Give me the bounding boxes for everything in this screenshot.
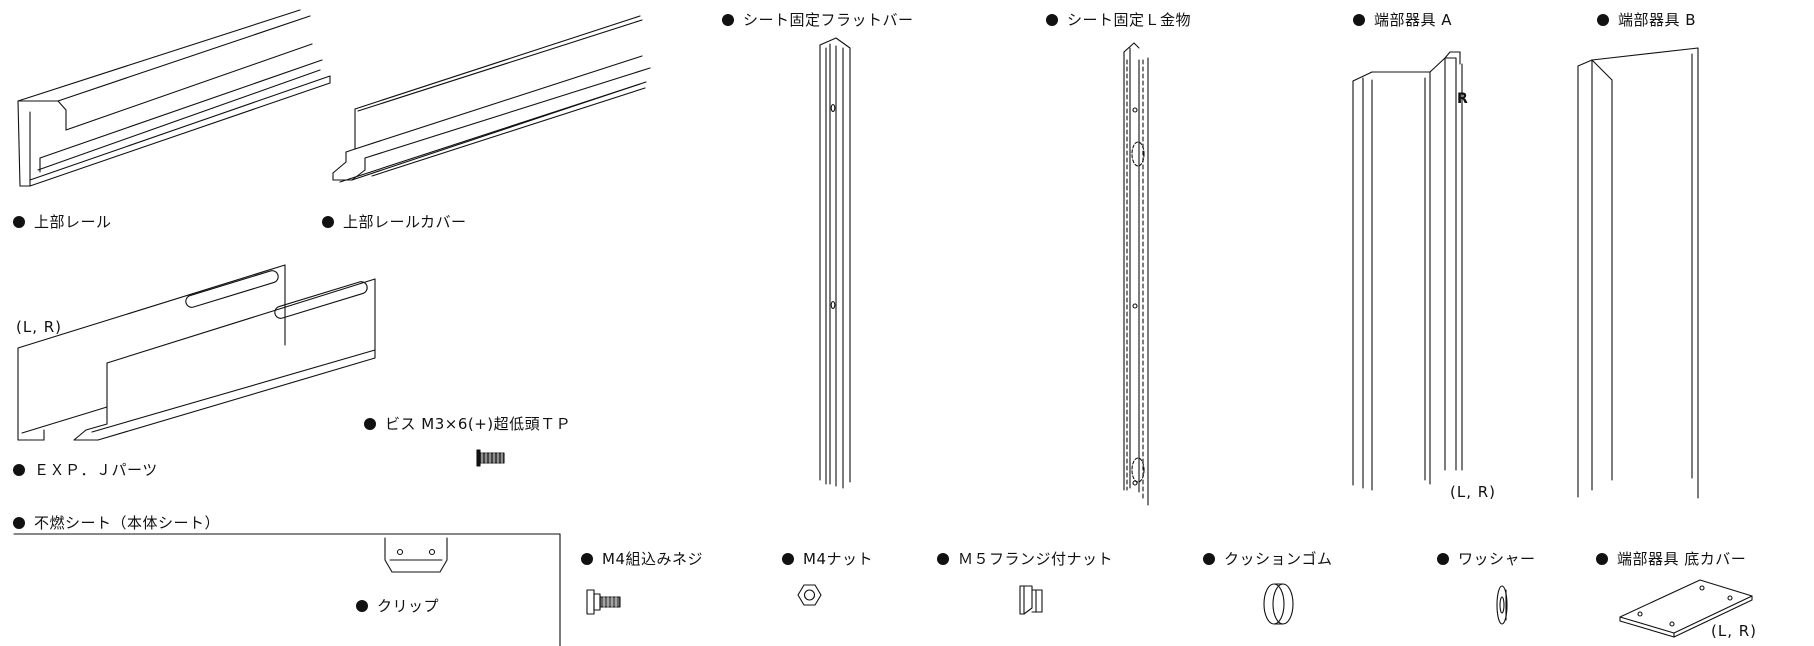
end-fitting-b-drawing bbox=[1577, 47, 1699, 499]
r-mark: R bbox=[1457, 91, 1469, 107]
bullet-icon bbox=[937, 553, 949, 565]
washer-drawing bbox=[1496, 585, 1508, 625]
nonflammable-sheet-drawing bbox=[13, 533, 561, 646]
label-end-fitting-b: 端部器具 B bbox=[1597, 11, 1696, 29]
sheet-flat-bar-drawing bbox=[819, 37, 851, 489]
bullet-icon bbox=[1437, 553, 1449, 565]
label-nonflammable-sheet: 不燃シート（本体シート） bbox=[13, 514, 220, 532]
label-bottom-cover: 端部器具 底カバー bbox=[1596, 550, 1746, 568]
label-m5-flange-nut: Ｍ５フランジ付ナット bbox=[937, 550, 1113, 568]
m4-nut-drawing bbox=[797, 584, 822, 606]
bullet-icon bbox=[1203, 553, 1215, 565]
bullet-icon bbox=[13, 517, 25, 529]
label-sheet-flat-bar: シート固定フラットバー bbox=[722, 11, 914, 29]
label-sheet-l-bracket: シート固定Ｌ金物 bbox=[1046, 11, 1191, 29]
label-clip: クリップ bbox=[356, 597, 439, 615]
bullet-icon bbox=[1046, 14, 1058, 26]
upper-rail-drawing bbox=[17, 9, 331, 187]
upper-rail-cover-drawing bbox=[332, 15, 651, 183]
screw-m3-drawing bbox=[476, 449, 505, 467]
bullet-icon bbox=[782, 553, 794, 565]
bullet-icon bbox=[581, 553, 593, 565]
bullet-icon bbox=[13, 464, 25, 476]
label-exp-j-parts: ＥＸＰ．Ｊパーツ bbox=[13, 461, 158, 479]
label-cushion-rubber: クッションゴム bbox=[1203, 550, 1333, 568]
bullet-icon bbox=[13, 216, 25, 228]
label-screw-m3: ビス M3×6(+)超低頭ＴＰ bbox=[364, 415, 571, 433]
label-m4-nut: M4ナット bbox=[782, 550, 873, 568]
label-upper-rail: 上部レール bbox=[13, 213, 112, 231]
label-m4-screw: M4組込みネジ bbox=[581, 550, 703, 568]
lr-note-exp-j: (L, R) bbox=[16, 318, 63, 336]
exp-j-parts-drawing bbox=[17, 264, 376, 441]
m5-flange-nut-drawing bbox=[1019, 585, 1043, 615]
bullet-icon bbox=[1353, 14, 1365, 26]
end-fitting-a-drawing bbox=[1352, 51, 1463, 491]
bullet-icon bbox=[322, 216, 334, 228]
m4-screw-drawing bbox=[586, 589, 621, 615]
lr-note-bottom-cover: (L, R) bbox=[1711, 622, 1758, 640]
bullet-icon bbox=[356, 600, 368, 612]
bullet-icon bbox=[1596, 553, 1608, 565]
clip-drawing bbox=[384, 537, 448, 573]
bullet-icon bbox=[722, 14, 734, 26]
label-washer: ワッシャー bbox=[1437, 550, 1536, 568]
bullet-icon bbox=[364, 418, 376, 430]
sheet-l-bracket-drawing bbox=[1123, 42, 1149, 506]
label-upper-rail-cover: 上部レールカバー bbox=[322, 213, 467, 231]
bottom-cover-drawing bbox=[1619, 579, 1753, 638]
bullet-icon bbox=[1597, 14, 1609, 26]
cushion-rubber-drawing bbox=[1263, 583, 1294, 625]
lr-note-end-fitting-a: (L, R) bbox=[1450, 483, 1497, 501]
label-end-fitting-a: 端部器具 A bbox=[1353, 11, 1452, 29]
